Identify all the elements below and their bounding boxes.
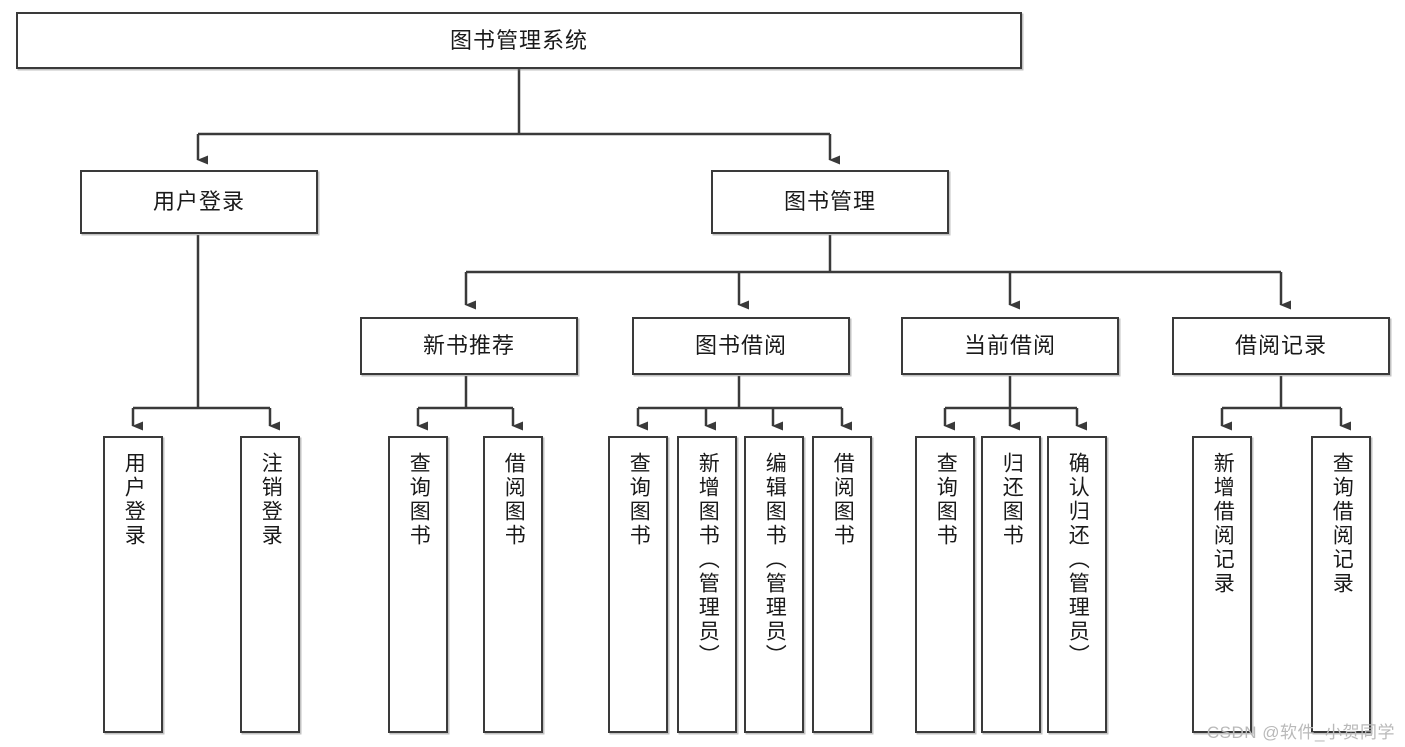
leaf-label: 查询图书 xyxy=(627,452,651,548)
leaf-label: 确认归还（管理员） xyxy=(1066,452,1090,668)
watermark: CSDN @软件_小贺同学 xyxy=(1206,723,1395,742)
leaf-record-add-record[interactable]: 新增借阅记录 xyxy=(1192,436,1252,733)
leaf-label: 借阅图书 xyxy=(502,452,526,548)
node-label: 借阅记录 xyxy=(1234,333,1327,359)
node-user-login[interactable]: 用户登录 xyxy=(80,170,318,234)
node-current-borrow[interactable]: 当前借阅 xyxy=(901,317,1119,375)
leaf-label: 查询图书 xyxy=(934,452,958,548)
leaf-label: 查询图书 xyxy=(407,452,431,548)
node-label: 当前借阅 xyxy=(963,333,1056,359)
leaf-borrow-edit-book-admin[interactable]: 编辑图书（管理员） xyxy=(744,436,804,733)
node-label: 图书管理系统 xyxy=(449,27,588,53)
node-new-book-recommend[interactable]: 新书推荐 xyxy=(360,317,578,375)
leaf-recommend-query-book[interactable]: 查询图书 xyxy=(388,436,448,733)
leaf-borrow-add-book-admin[interactable]: 新增图书（管理员） xyxy=(677,436,737,733)
leaf-label: 查询借阅记录 xyxy=(1330,452,1354,596)
node-borrow-record[interactable]: 借阅记录 xyxy=(1172,317,1390,375)
leaf-label: 归还图书 xyxy=(1000,452,1024,548)
node-root-system[interactable]: 图书管理系统 xyxy=(16,12,1022,69)
node-label: 图书管理 xyxy=(783,189,876,215)
node-book-management[interactable]: 图书管理 xyxy=(711,170,949,234)
leaf-user-logout[interactable]: 注销登录 xyxy=(240,436,300,733)
leaf-borrow-borrow-book[interactable]: 借阅图书 xyxy=(812,436,872,733)
leaf-borrow-query-book[interactable]: 查询图书 xyxy=(608,436,668,733)
leaf-current-confirm-return-admin[interactable]: 确认归还（管理员） xyxy=(1047,436,1107,733)
leaf-label: 编辑图书（管理员） xyxy=(763,452,787,668)
leaf-record-query-record[interactable]: 查询借阅记录 xyxy=(1311,436,1371,733)
node-label: 新书推荐 xyxy=(422,333,515,359)
leaf-label: 借阅图书 xyxy=(831,452,855,548)
node-label: 图书借阅 xyxy=(694,333,787,359)
leaf-recommend-borrow-book[interactable]: 借阅图书 xyxy=(483,436,543,733)
leaf-user-login[interactable]: 用户登录 xyxy=(103,436,163,733)
leaf-label: 用户登录 xyxy=(122,452,146,548)
leaf-current-query-book[interactable]: 查询图书 xyxy=(915,436,975,733)
leaf-label: 注销登录 xyxy=(259,452,283,548)
leaf-current-return-book[interactable]: 归还图书 xyxy=(981,436,1041,733)
leaf-label: 新增借阅记录 xyxy=(1211,452,1235,596)
node-label: 用户登录 xyxy=(152,189,245,215)
node-book-borrow[interactable]: 图书借阅 xyxy=(632,317,850,375)
leaf-label: 新增图书（管理员） xyxy=(696,452,720,668)
